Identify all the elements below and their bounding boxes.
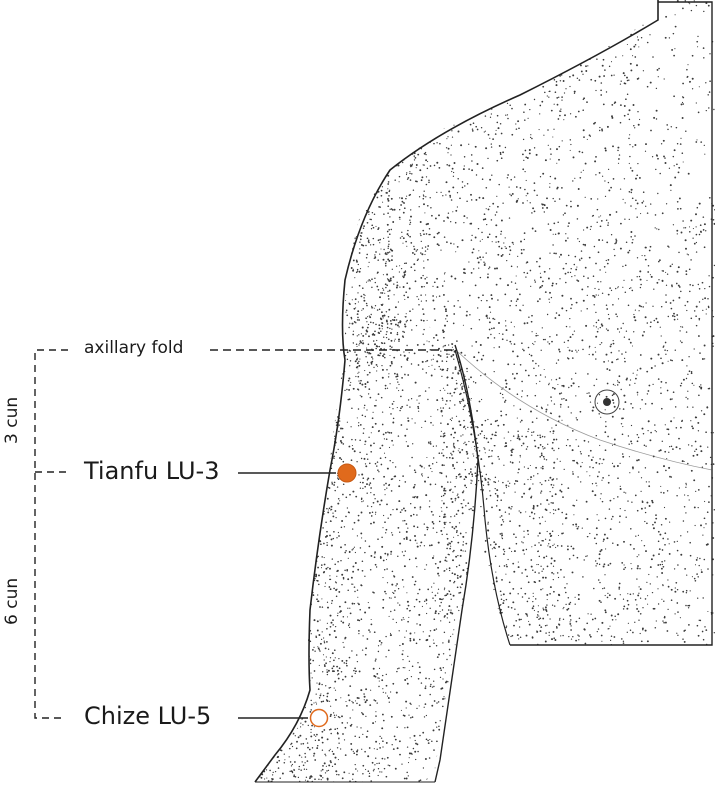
axillary-fold-label: axillary fold [84, 338, 183, 358]
lower-span-label: 6 cun [2, 578, 22, 625]
tianfu-point [338, 464, 356, 482]
tianfu-label: Tianfu LU-3 [84, 457, 219, 485]
torso-outline [343, 0, 659, 360]
upper-span-label: 3 cun [2, 397, 22, 444]
measure-bracket [35, 350, 68, 718]
chize-point [311, 710, 328, 727]
arm-shading [249, 299, 481, 783]
pectoral-edge [458, 352, 712, 470]
torso-right-edge [510, 2, 712, 645]
torso-shading [339, 0, 715, 646]
chize-label: Chize LU-5 [84, 702, 211, 730]
nipple-center [603, 398, 611, 406]
